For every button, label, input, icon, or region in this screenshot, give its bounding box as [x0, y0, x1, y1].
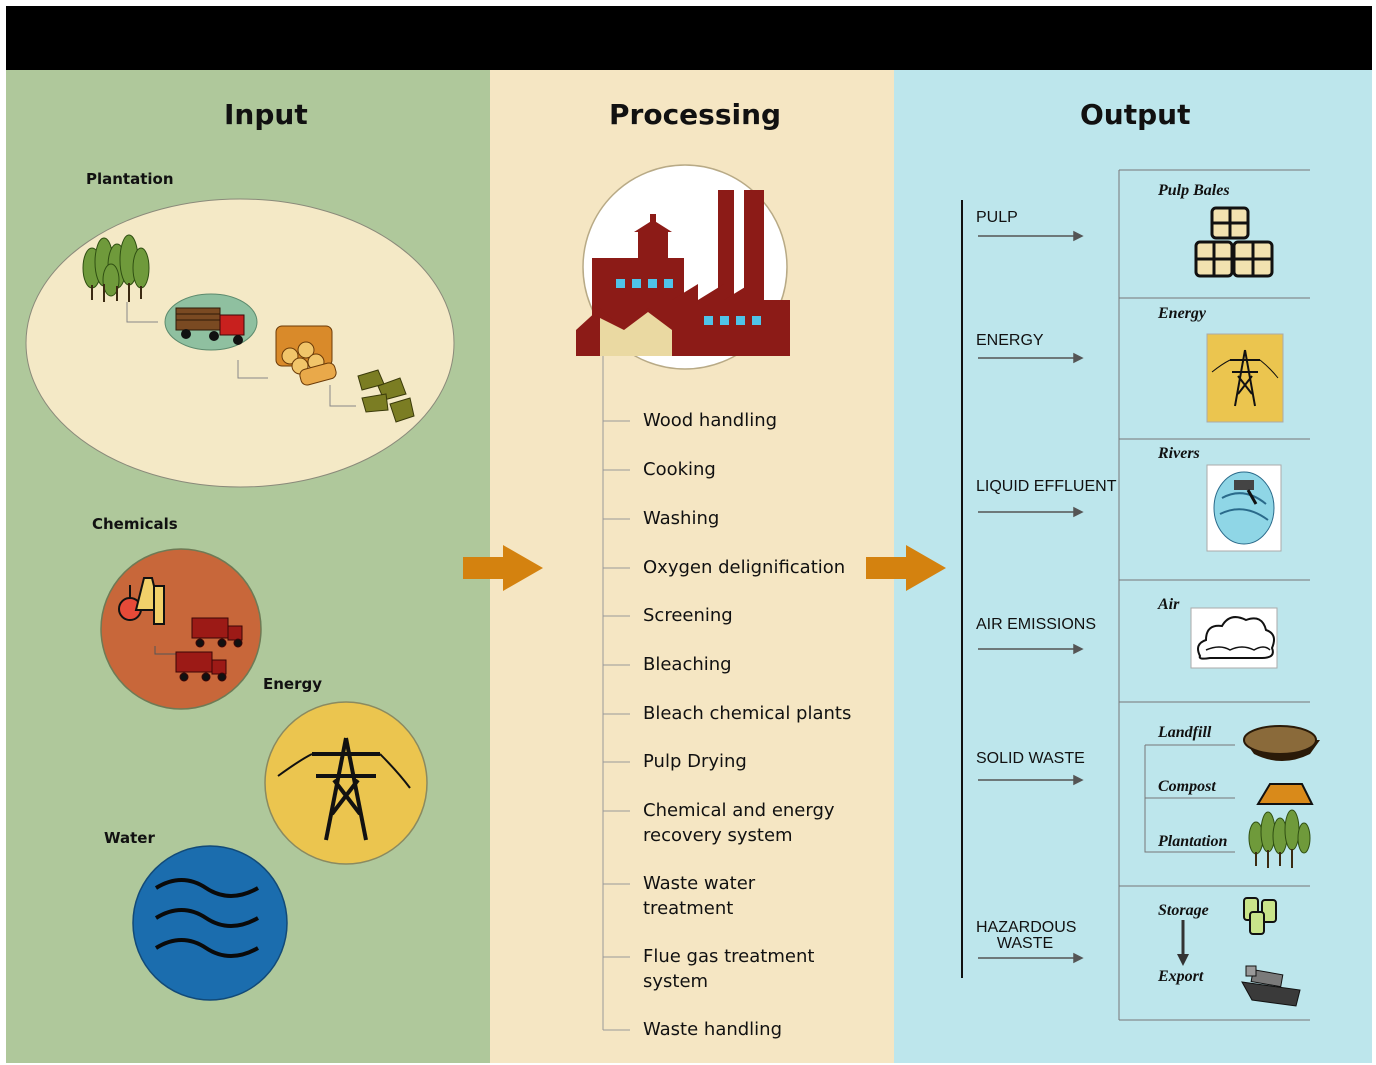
process-step: Bleaching [643, 654, 732, 675]
dest-storage: Storage [1158, 902, 1209, 919]
dest-compost: Compost [1158, 778, 1216, 795]
process-step: Oxygen delignification [643, 557, 846, 578]
output-flow-arrows [978, 230, 1084, 964]
process-step: Waste water treatment [643, 873, 756, 919]
energy-label: Energy [263, 675, 323, 693]
process-step: Cooking [643, 459, 716, 480]
energy-circle [264, 701, 428, 865]
process-step: Chemical and energy recovery system [643, 800, 835, 846]
flow-label-pulp: PULP [976, 209, 1018, 226]
input-to-processing-arrow [463, 545, 543, 591]
storage-to-export-arrow [1177, 920, 1189, 966]
storage-barrels-icon [1243, 897, 1277, 935]
factory-windows [616, 279, 761, 325]
compost-icon [1256, 783, 1314, 805]
chemicals-label: Chemicals [92, 515, 178, 533]
cargo-ship-icon [1241, 965, 1301, 1007]
dest-rivers: Rivers [1158, 445, 1200, 462]
forest-icon [82, 234, 150, 302]
factory-roof-shading [600, 312, 672, 356]
log-pile-icon [275, 325, 337, 386]
processing-to-output-arrow [866, 545, 946, 591]
dest-energy: Energy [1158, 305, 1206, 322]
processing-title: Processing [609, 98, 782, 131]
process-step: Waste handling [643, 1019, 783, 1040]
waves-icon [154, 878, 259, 958]
input-title: Input [224, 98, 308, 131]
river-icon [1213, 471, 1275, 545]
landfill-icon [1243, 725, 1320, 761]
output-title: Output [1080, 98, 1191, 131]
tanker-truck-icon [175, 617, 243, 682]
flow-label-air-emissions: AIR EMISSIONS [976, 616, 1097, 633]
wood-chips-icon [357, 369, 415, 423]
dest-plantation: Plantation [1158, 833, 1228, 850]
flow-label-liquid-effluent: LIQUID EFFLUENT [976, 478, 1117, 495]
dest-landfill: Landfill [1158, 724, 1212, 741]
process-step: Pulp Drying [643, 751, 747, 772]
power-pylon-icon [277, 737, 411, 841]
energy-output-box [1206, 333, 1284, 423]
flow-label-hazardous-waste: HAZARDOUS WASTE [976, 919, 1077, 952]
dest-export: Export [1158, 968, 1204, 985]
dest-air: Air [1158, 596, 1180, 613]
flow-label-energy: ENERGY [976, 332, 1044, 349]
power-pylon-small-icon [1211, 349, 1279, 407]
process-step: Screening [643, 605, 733, 626]
plantation-output-icon [1248, 809, 1311, 868]
flow-label-solid-waste: SOLID WASTE [976, 750, 1085, 767]
output-panel [894, 70, 1372, 1063]
process-step: Bleach chemical plants [643, 703, 852, 724]
process-step: Washing [643, 508, 720, 529]
plantation-label: Plantation [86, 170, 174, 188]
water-circle [132, 845, 288, 1001]
process-step: Flue gas treatment system [643, 946, 815, 992]
water-label: Water [104, 829, 155, 847]
process-tree-lines [602, 356, 630, 1031]
process-step: Wood handling [643, 410, 778, 431]
log-truck-icon [164, 293, 258, 351]
title-bar [6, 6, 1372, 70]
cloud-icon [1197, 616, 1275, 660]
dest-pulp-bales: Pulp Bales [1158, 182, 1230, 199]
pulp-bales-icon [1194, 206, 1274, 278]
output-boxes [1118, 169, 1310, 1021]
flask-icon [118, 577, 165, 625]
